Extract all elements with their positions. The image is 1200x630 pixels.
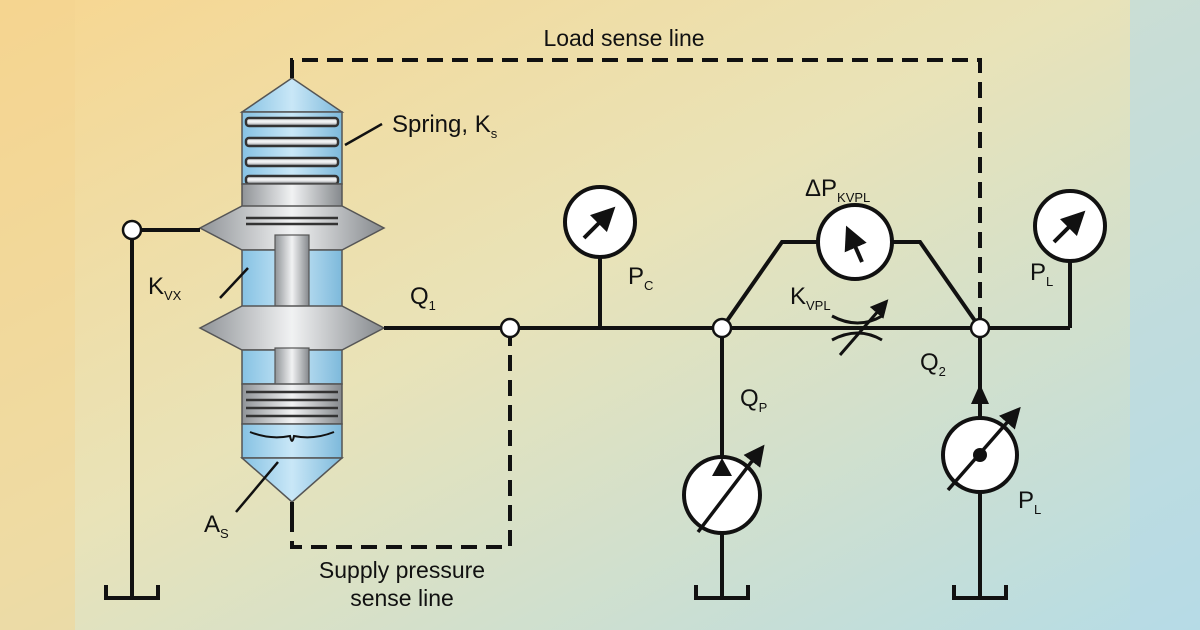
q2-label: Q2 — [920, 349, 946, 379]
pl-top-label: PL — [1030, 259, 1053, 289]
supply-junction-node — [499, 317, 521, 339]
background-left-band — [0, 0, 75, 630]
supply-pressure-sense-line — [290, 330, 512, 549]
kvpl-label: KVPL — [790, 283, 831, 313]
load-junction-node — [969, 317, 991, 339]
pc-gauge — [563, 185, 637, 259]
variable-orifice — [831, 299, 889, 356]
pressure-compensator-valve — [198, 60, 386, 522]
background-right-band — [1130, 0, 1200, 630]
valve-bottom-cap — [240, 457, 344, 503]
left-tank-symbol — [104, 585, 160, 600]
pump-junction-node — [711, 317, 733, 339]
delta-p-gauge — [816, 203, 894, 281]
delta-p-label: ΔPKVPL — [805, 175, 870, 205]
spring-label: Spring, Ks — [392, 111, 498, 141]
valve-spool-lower-stem — [274, 347, 310, 387]
spring-leader — [344, 122, 383, 147]
valve-piston — [241, 383, 343, 425]
pl-top-gauge — [1033, 189, 1107, 263]
supply-sense-label-line1: Supply pressure — [319, 557, 485, 583]
load-sense-line-label: Load sense line — [543, 25, 704, 51]
variable-pump-qp — [682, 444, 765, 535]
motor-tank-symbol — [952, 585, 1008, 600]
delta-p-line-right — [892, 240, 982, 330]
area-brace — [249, 431, 335, 442]
qp-label: QP — [740, 385, 767, 415]
as-label: AS — [204, 511, 229, 541]
piston-grooves — [246, 390, 338, 418]
spring-coils — [244, 116, 340, 186]
kvx-leader — [219, 267, 249, 299]
left-junction-node — [121, 219, 143, 241]
delta-p-line-left — [720, 240, 818, 330]
supply-sense-label-line2: sense line — [350, 585, 454, 611]
pl-bottom-label: PL — [1018, 487, 1041, 517]
pc-label: PC — [628, 263, 653, 293]
kvx-label: KVX — [148, 273, 182, 303]
as-leader — [235, 461, 279, 513]
q1-label: Q1 — [410, 283, 436, 313]
flow-arrow-q2 — [971, 384, 989, 404]
pump-tank-symbol — [694, 585, 750, 600]
upper-land-grooves — [246, 216, 338, 226]
